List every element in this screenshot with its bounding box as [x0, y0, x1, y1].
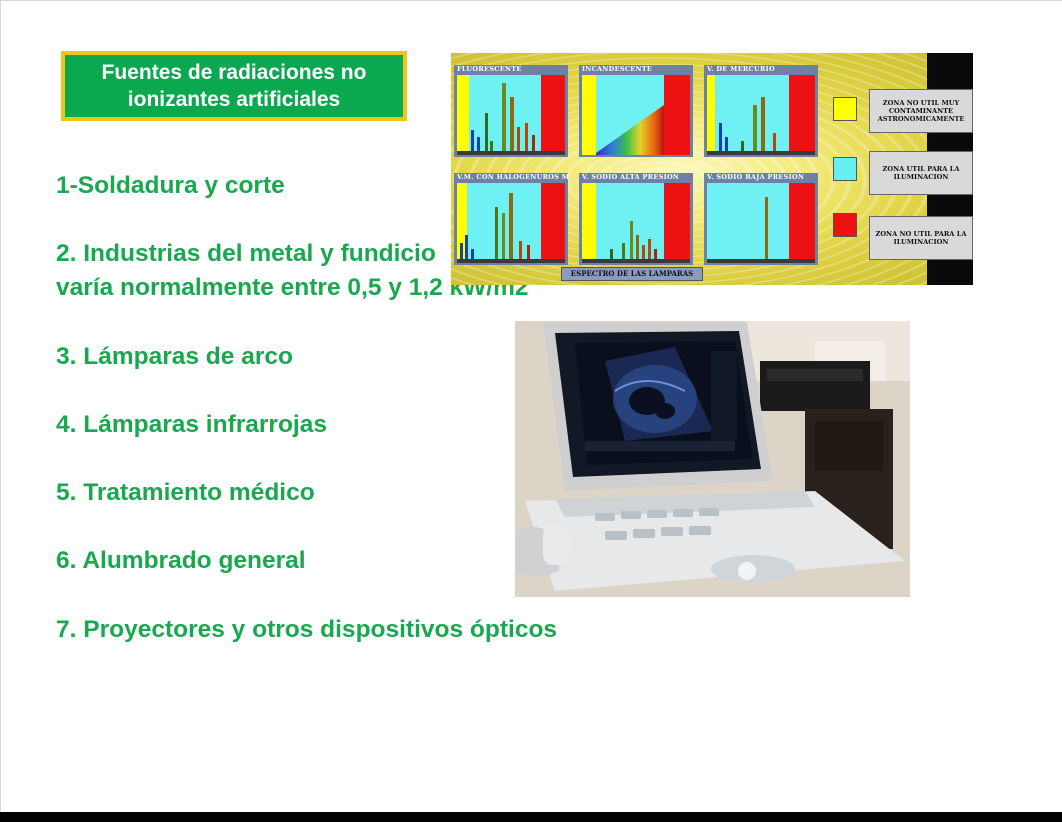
- title-box: Fuentes de radiaciones no ionizantes art…: [61, 51, 407, 121]
- list-item: 5. Tratamiento médico: [56, 479, 315, 506]
- list-item: 3. Lámparas de arco: [56, 343, 293, 370]
- slide-title: Fuentes de radiaciones no ionizantes art…: [101, 61, 367, 111]
- legend-label: ZONA UTIL PARA LA ILUMINACION: [869, 151, 973, 195]
- legend-label: ZONA NO UTIL PARA LA ILUMINACION: [869, 216, 973, 260]
- ultrasound-machine-photo: [515, 321, 910, 597]
- bottom-bar: [0, 812, 1062, 822]
- list-item: 4. Lámparas infrarrojas: [56, 411, 327, 438]
- spectrum-panel: V. SODIO ALTA PRESION: [579, 173, 693, 265]
- spectrum-panel: V.M. CON HALOGENUROS M: [454, 173, 569, 265]
- spectrum-panel: FLUORESCENTE: [454, 65, 568, 157]
- lamp-spectra-image: FLUORESCENTE INCANDESCENTE: [451, 53, 973, 285]
- legend-swatch-red: [833, 213, 857, 237]
- list-item: 1-Soldadura y corte: [56, 172, 285, 199]
- spectrum-panel: V. DE MERCURIO: [704, 65, 818, 157]
- spectrum-panel: INCANDESCENTE: [579, 65, 693, 157]
- list-item: 2. Industrias del metal y fundicio varía…: [56, 240, 529, 301]
- legend-swatch-yellow: [833, 97, 857, 121]
- legend-swatch-cyan: [833, 157, 857, 181]
- legend-label: ZONA NO UTIL MUY CONTAMINANTE ASTRONOMIC…: [869, 89, 973, 133]
- spectrum-panel: V. SODIO BAJA PRESION: [704, 173, 818, 265]
- list-item: 7. Proyectores y otros dispositivos ópti…: [56, 616, 558, 643]
- list-item: 6. Alumbrado general: [56, 547, 306, 574]
- spectra-caption: ESPECTRO DE LAS LAMPARAS: [561, 267, 703, 281]
